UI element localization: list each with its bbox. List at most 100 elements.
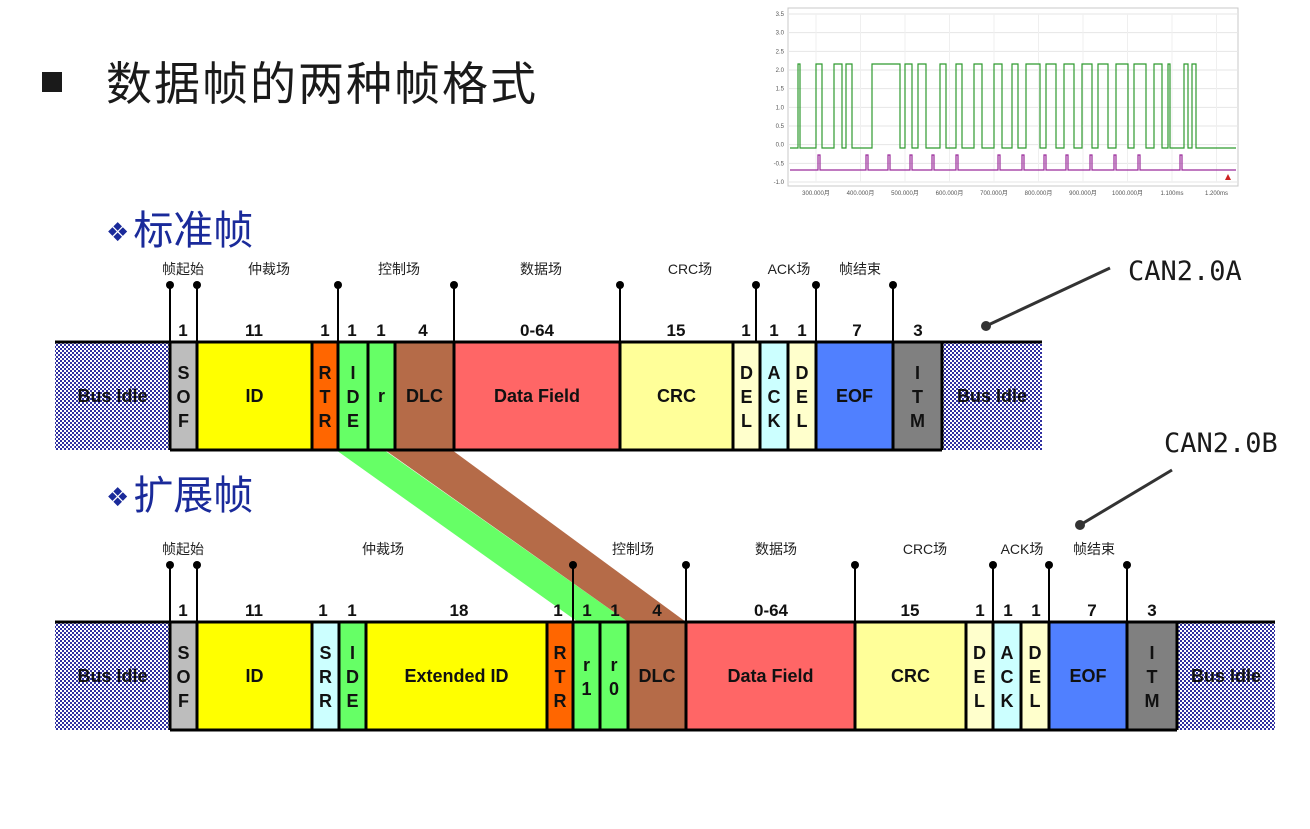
- scope-x-tick-label: 700.000月: [980, 190, 1008, 197]
- scope-y-tick-label: 0.0: [776, 143, 785, 149]
- std-bit-count: 1: [320, 321, 329, 340]
- scope-x-tick-label: 800.000月: [1025, 190, 1053, 197]
- diamond-bullet-icon: ❖: [106, 218, 130, 248]
- std-field-label-char: T: [912, 387, 923, 407]
- std-field-label-char: L: [797, 411, 808, 431]
- ext-field-label-char: 0: [609, 679, 619, 699]
- std-group-label: 仲裁场: [248, 261, 290, 277]
- can20a-pointer: [985, 266, 1111, 328]
- ext-field-label-char: F: [178, 691, 189, 711]
- ext-boundary-dot: [569, 561, 577, 569]
- ext-boundary-dot: [1045, 561, 1053, 569]
- std-field-dlc: [395, 342, 454, 450]
- ext-field-label-char: D: [346, 667, 359, 687]
- std-field-label: Data Field: [494, 386, 580, 406]
- scope-green-trace: [790, 63, 1236, 149]
- ext-bit-count: 1: [582, 601, 591, 620]
- std-field-label-char: E: [796, 387, 808, 407]
- std-field-label-char: A: [768, 363, 781, 383]
- std-bit-count: 1: [741, 321, 750, 340]
- ext-bit-count: 11: [245, 601, 263, 620]
- ext-field-label: EOF: [1069, 666, 1106, 686]
- scope-x-tick-label: 1000.000月: [1112, 190, 1143, 197]
- std-bit-count: 3: [913, 321, 922, 340]
- std-field-label-char: F: [178, 411, 189, 431]
- std-field-label: DLC: [406, 386, 443, 406]
- ext-bit-count: 4: [652, 601, 662, 620]
- std-boundary-dot: [166, 281, 174, 289]
- ext-boundary-dot: [1123, 561, 1131, 569]
- ext-field-label-char: O: [176, 667, 190, 687]
- ext-field-label-char: 1: [581, 679, 591, 699]
- ext-bit-count: 1: [178, 601, 187, 620]
- ext-field-srr: [312, 622, 339, 730]
- ext-boundary-dot: [193, 561, 201, 569]
- std-field-id: [197, 342, 312, 450]
- std-field-rtr: [312, 342, 338, 450]
- std-field-label-char: R: [319, 411, 332, 431]
- std-field-label-char: I: [350, 363, 355, 383]
- ext-field-del: [1021, 622, 1049, 730]
- std-field-label-char: L: [741, 411, 752, 431]
- ext-bit-count: 1: [1003, 601, 1012, 620]
- scope-x-tick-label: 500.000月: [891, 190, 919, 197]
- std-boundary-dot: [450, 281, 458, 289]
- std-group-label: CRC场: [668, 261, 712, 277]
- can20a-label: CAN2.0A: [1128, 256, 1242, 287]
- ext-field-label: Bus Idle: [1191, 666, 1261, 686]
- std-group-label: 帧结束: [839, 261, 881, 277]
- std-field-label: EOF: [836, 386, 873, 406]
- std-bit-count: 4: [418, 321, 428, 340]
- ext-field-id: [197, 622, 312, 730]
- std-field-label: Bus Idle: [957, 386, 1027, 406]
- scope-x-tick-label: 400.000月: [847, 190, 875, 197]
- ext-field-ack: [993, 622, 1021, 730]
- ext-field-idle: [1177, 622, 1275, 730]
- ext-field-label-char: D: [1029, 643, 1042, 663]
- std-field-del: [788, 342, 816, 450]
- ext-boundary-dot: [682, 561, 690, 569]
- ext-field-rtr: [547, 622, 573, 730]
- ext-field-label-char: E: [1029, 667, 1041, 687]
- ext-field-label-char: T: [555, 667, 566, 687]
- can20b-pointer: [1079, 468, 1173, 527]
- ext-bit-count: 7: [1087, 601, 1096, 620]
- ext-field-label-char: R: [319, 691, 332, 711]
- std-field-label-char: O: [176, 387, 190, 407]
- oscilloscope-capture: 3.53.02.52.01.51.00.50.0-0.5-1.0 300.000…: [774, 7, 1239, 197]
- ext-group-label: 帧起始: [162, 541, 204, 557]
- ext-field-label-char: R: [554, 643, 567, 663]
- ext-field-label: DLC: [639, 666, 676, 686]
- std-boundary-dot: [193, 281, 201, 289]
- ext-field-crc: [855, 622, 966, 730]
- scope-y-tick-label: 1.5: [776, 87, 785, 93]
- std-boundary-dot: [889, 281, 897, 289]
- ext-bit-count: 18: [450, 601, 469, 620]
- ext-field-eof: [1049, 622, 1127, 730]
- ext-bit-count: 1: [1031, 601, 1040, 620]
- ext-field-label-char: r: [583, 655, 590, 675]
- std-bit-count: 1: [797, 321, 806, 340]
- ext-boundary-dot: [989, 561, 997, 569]
- title-bullet: [42, 72, 62, 92]
- ext-field-dlc: [628, 622, 686, 730]
- ext-field-label-char: M: [1145, 691, 1160, 711]
- scope-x-tick-label: 1.100ms: [1160, 191, 1183, 197]
- std-group-label: 帧起始: [162, 261, 204, 277]
- std-field-label-char: M: [910, 411, 925, 431]
- ext-field-label: ID: [246, 666, 264, 686]
- ext-field-label-char: I: [350, 643, 355, 663]
- ext-bit-count: 1: [610, 601, 619, 620]
- ext-field-ext: [366, 622, 547, 730]
- std-group-label: ACK场: [768, 261, 811, 277]
- ext-boundary-dot: [851, 561, 859, 569]
- scope-y-tick-label: 3.5: [776, 12, 785, 18]
- ext-field-label-char: R: [319, 667, 332, 687]
- ext-field-label-char: E: [346, 691, 358, 711]
- std-field-label-char: D: [796, 363, 809, 383]
- ext-field-label-char: T: [1147, 667, 1158, 687]
- ext-bit-count: 0-64: [754, 601, 789, 620]
